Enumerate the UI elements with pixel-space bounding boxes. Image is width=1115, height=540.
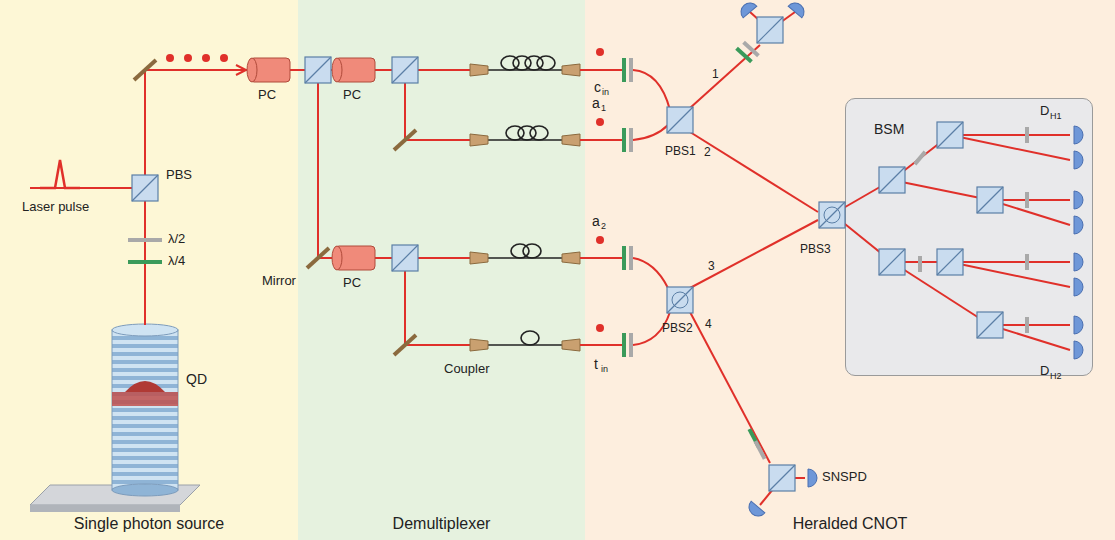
fiber-coil [523,244,541,258]
component-label: QD [186,372,207,387]
box-title: BSM [874,121,904,137]
port-label: c [594,80,601,95]
component-label: λ/4 [168,254,185,268]
detector [1074,151,1083,169]
port-number: 4 [705,318,712,331]
component-label: SNSPD [822,470,867,484]
subscript: H2 [1050,372,1062,382]
subscript: H1 [1050,112,1062,122]
detector [1074,341,1083,359]
detector [1074,126,1083,144]
fiber-coil [521,331,539,345]
detector [1074,191,1083,209]
component-label: λ/2 [168,232,185,246]
region-band: Heralded CNOT BSM [585,0,1115,540]
detector [1074,278,1083,296]
subscript: 2 [601,222,606,232]
component-label: PC [343,88,361,102]
component-label: Mirror [262,274,296,288]
subscript: 1 [601,104,606,114]
component-label: PBS [166,168,192,182]
detector-label: D [1040,104,1049,118]
detector-label: D [1040,364,1049,378]
port-number: 3 [708,260,715,273]
component-label: PBS2 [662,322,693,335]
port-label: t [594,357,598,372]
detector [1074,253,1083,271]
component-label: PC [258,88,276,102]
region-title: Demultiplexer [298,515,585,533]
fiber-coil [530,126,548,140]
region-title: Single photon source [0,515,298,533]
component-label: PC [343,276,361,290]
beam-label: Laser pulse [22,200,89,214]
component-label: Coupler [444,362,490,376]
port-label: a [592,214,600,229]
port-label: a [592,96,600,111]
component-label: PBS1 [665,145,696,158]
region-title: Heralded CNOT [585,515,1115,533]
subscript: in [602,88,609,98]
detector [1074,316,1083,334]
port-number: 1 [712,68,719,81]
fiber-coil [537,56,555,70]
port-number: 2 [704,146,711,159]
subscript: in [601,365,608,375]
detector [1074,216,1083,234]
component-label: PBS3 [800,243,831,256]
